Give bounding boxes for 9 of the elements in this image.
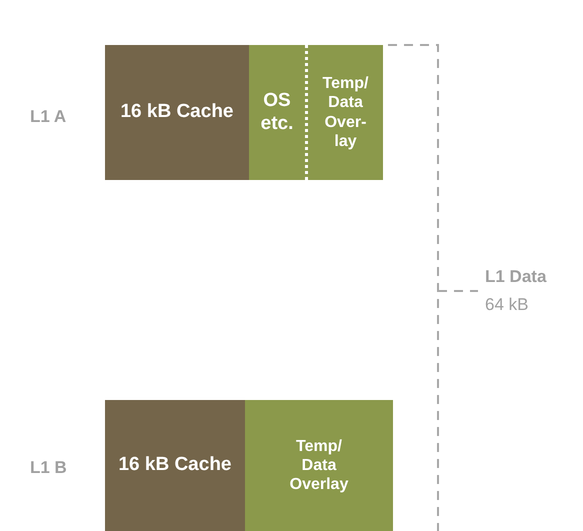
cache-block: 16 kB Cache [105,400,245,531]
size-label: 64 kB [485,295,528,315]
row-label: L1 A [30,107,66,127]
memory-block: Temp/ Data Overlay [245,400,393,531]
row-label: L1 B [30,458,67,478]
memory-block: OS etc. [249,45,305,180]
memory-label: L1 Data [485,267,546,287]
memory-block: Temp/ Data Over- lay [305,45,383,180]
cache-block: 16 kB Cache [105,45,249,180]
